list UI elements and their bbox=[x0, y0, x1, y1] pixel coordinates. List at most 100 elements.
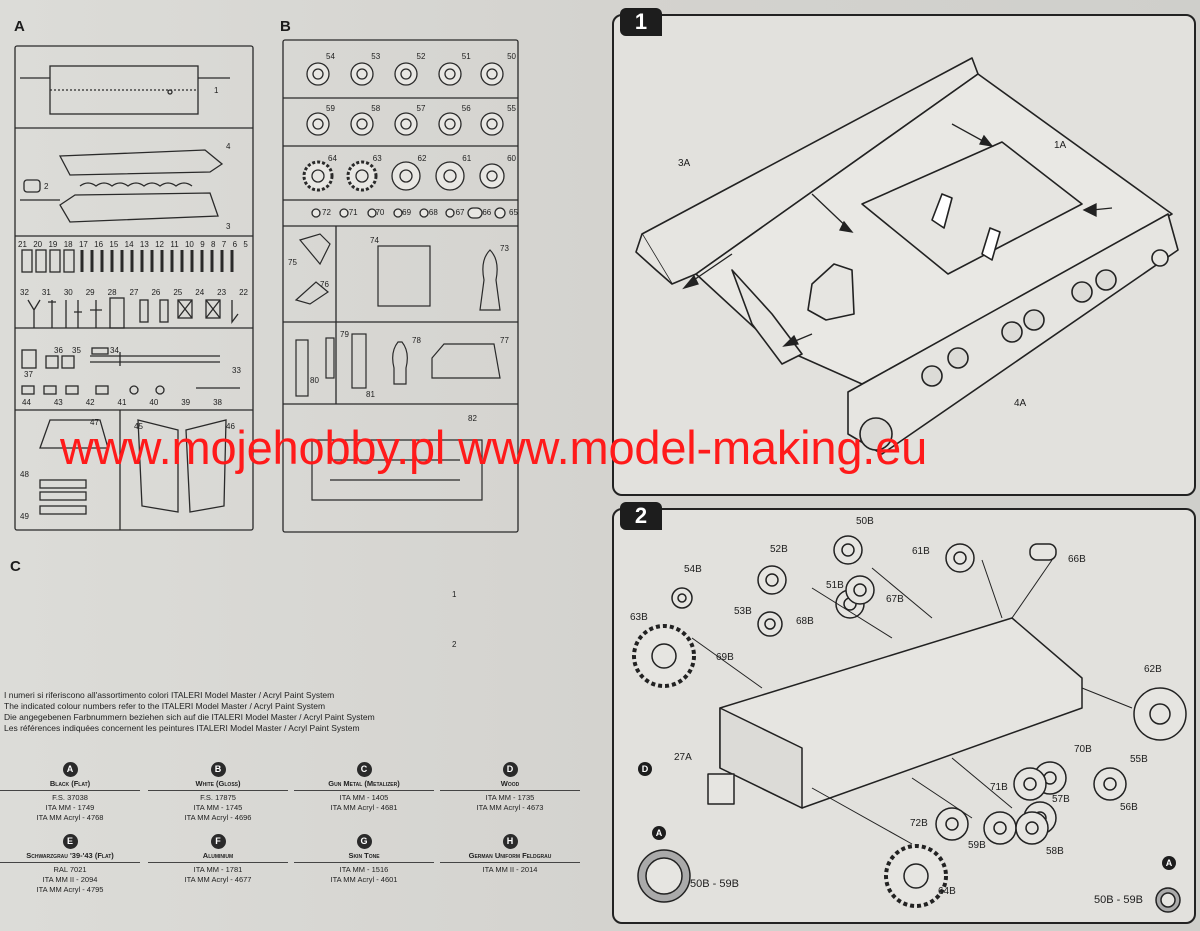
paint-d-name: Wood bbox=[440, 779, 580, 791]
paint-a-letter: A bbox=[62, 762, 78, 777]
label-67b: 67B bbox=[886, 594, 904, 605]
label-54b: 54B bbox=[684, 564, 702, 575]
part-76 bbox=[294, 281, 330, 305]
paint-b-letter: B bbox=[210, 762, 226, 777]
seat-block bbox=[807, 263, 855, 321]
paint-h-name: German Uniform Feldgrau bbox=[440, 851, 580, 863]
paint-f-name: Aluminium bbox=[148, 851, 288, 863]
paint-ref-d: D bbox=[638, 762, 652, 776]
label-62b: 62B bbox=[1144, 664, 1162, 675]
label-1a: 1A bbox=[1054, 140, 1067, 151]
range-label-right: 50B - 59B bbox=[1094, 894, 1143, 906]
label-73: 73 bbox=[500, 244, 509, 253]
note-de: Die angegebenen Farbnummern beziehen sic… bbox=[4, 712, 375, 722]
part-4 bbox=[58, 149, 224, 176]
label-63b: 63B bbox=[630, 612, 648, 623]
sprue-diagrams bbox=[14, 39, 519, 533]
label-33: 33 bbox=[232, 366, 241, 375]
sprue-a-frame bbox=[14, 45, 254, 531]
label-55b: 55B bbox=[1130, 754, 1148, 765]
label-53b: 53B bbox=[734, 606, 752, 617]
note-en: The indicated colour numbers refer to th… bbox=[4, 701, 326, 711]
paint-g-letter: G bbox=[356, 834, 372, 849]
label-49: 49 bbox=[20, 512, 29, 521]
paint-notes: I numeri si riferiscono all'assortimento… bbox=[4, 690, 524, 734]
label-79: 79 bbox=[340, 330, 349, 339]
label-2: 2 bbox=[44, 182, 49, 191]
sprue-b-frame bbox=[282, 39, 519, 533]
label-82: 82 bbox=[468, 414, 477, 423]
part-1a bbox=[861, 141, 1083, 275]
part-81 bbox=[351, 333, 367, 389]
label-74: 74 bbox=[370, 236, 379, 245]
label-3: 3 bbox=[226, 222, 231, 231]
paint-c-name: Gun Metal (Metalizer) bbox=[294, 779, 434, 791]
label-76: 76 bbox=[320, 280, 329, 289]
sprue-a-letter: A bbox=[14, 18, 25, 35]
label-46: 46 bbox=[226, 422, 235, 431]
paint-f-letter: F bbox=[210, 834, 226, 849]
label-57b: 57B bbox=[1052, 794, 1070, 805]
bracket-row bbox=[21, 385, 240, 395]
label-66b: 66B bbox=[1068, 554, 1086, 565]
label-45: 45 bbox=[134, 422, 143, 431]
label-48: 48 bbox=[20, 470, 29, 479]
label-52b: 52B bbox=[770, 544, 788, 555]
label-71b: 71B bbox=[990, 782, 1008, 793]
part-79 bbox=[325, 337, 335, 379]
part-75 bbox=[298, 233, 331, 266]
tracks-letter: C bbox=[10, 558, 21, 575]
part-73-figure bbox=[479, 249, 501, 311]
label-64b: 64B bbox=[938, 886, 956, 897]
paint-h-letter: H bbox=[502, 834, 518, 849]
track-label-2: 2 bbox=[452, 640, 457, 649]
label-4a: 4A bbox=[1014, 398, 1027, 409]
label-34: 34 bbox=[110, 346, 119, 355]
step-2-number: 2 bbox=[620, 502, 662, 530]
part-27a bbox=[707, 773, 735, 805]
paint-d-letter: D bbox=[502, 762, 518, 777]
label-36: 36 bbox=[54, 346, 63, 355]
gun-row bbox=[21, 347, 220, 369]
paint-e-letter: E bbox=[62, 834, 78, 849]
label-68b: 68B bbox=[796, 616, 814, 627]
small-parts-row bbox=[21, 249, 234, 273]
part-82 bbox=[311, 439, 483, 501]
range-label-left: 50B - 59B bbox=[690, 878, 739, 890]
watermark-text: www.mojehobby.pl www.model-making.eu bbox=[60, 421, 928, 474]
part-74 bbox=[377, 245, 431, 307]
label-56b: 56B bbox=[1120, 802, 1138, 813]
label-59b: 59B bbox=[968, 840, 986, 851]
label-80: 80 bbox=[310, 376, 319, 385]
part-47 bbox=[39, 419, 109, 449]
road-wheels bbox=[302, 62, 506, 219]
track-label-1: 1 bbox=[452, 590, 457, 599]
paint-g-name: Skin Tone bbox=[294, 851, 434, 863]
label-58b: 58B bbox=[1046, 846, 1064, 857]
label-37: 37 bbox=[24, 370, 33, 379]
tools-row bbox=[27, 297, 239, 329]
part-45 bbox=[137, 419, 179, 513]
sprue-b-letter: B bbox=[280, 18, 291, 35]
label-61b: 61B bbox=[912, 546, 930, 557]
label-50b: 50B bbox=[856, 516, 874, 527]
label-4: 4 bbox=[226, 142, 231, 151]
part-77 bbox=[431, 343, 501, 379]
part-78-figure bbox=[392, 341, 408, 385]
label-47: 47 bbox=[90, 418, 99, 427]
paint-a-name: Black (Flat) bbox=[0, 779, 140, 791]
label-27a: 27A bbox=[674, 752, 692, 763]
label-35: 35 bbox=[72, 346, 81, 355]
